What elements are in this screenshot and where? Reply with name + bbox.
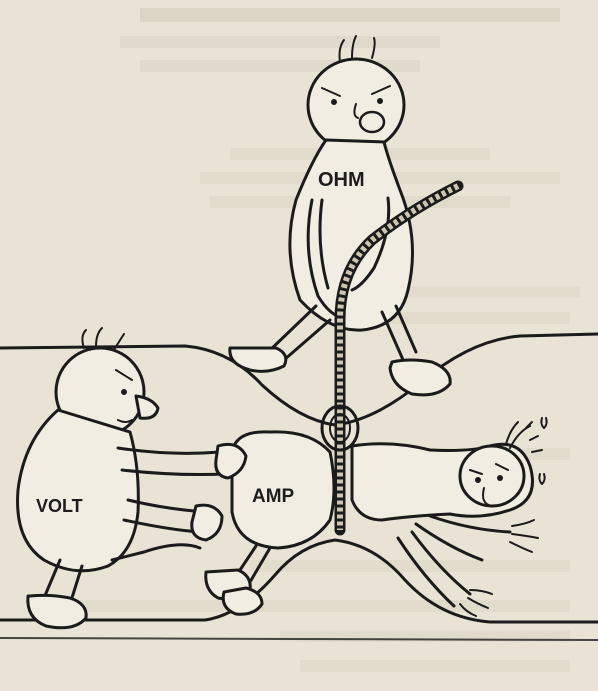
- rope: [311, 180, 464, 536]
- amp-label: AMP: [252, 486, 295, 507]
- volt-label: VOLT: [36, 496, 83, 516]
- ohm-label: OHM: [318, 169, 365, 191]
- ohm-character: OHM: [228, 35, 452, 397]
- amp-character: AMP: [204, 417, 548, 617]
- volt-character: VOLT: [16, 327, 248, 630]
